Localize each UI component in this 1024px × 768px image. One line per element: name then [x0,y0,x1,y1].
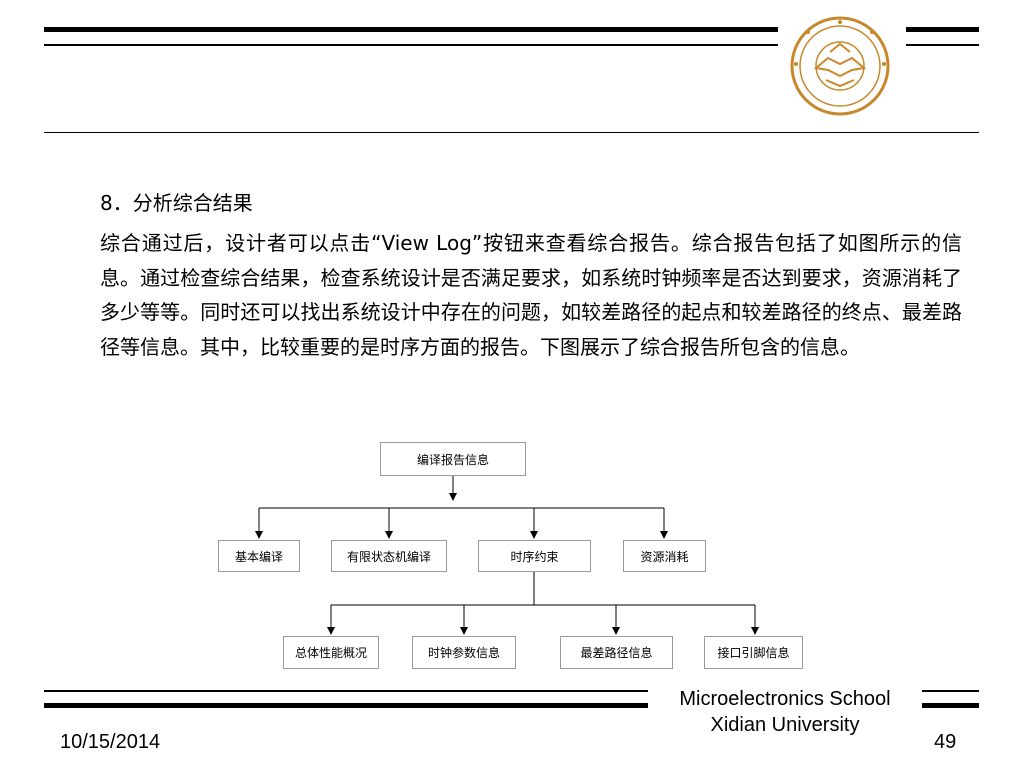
node-root: 编译报告信息 [380,442,526,476]
footer-rule-thin [44,690,648,692]
header-rule-thick [44,27,778,32]
footer-school-line1: Microelectronics School [679,688,891,710]
node-basic-compile: 基本编译 [218,540,300,572]
node-clock-parameters: 时钟参数信息 [412,636,516,669]
header-rule-bottom [44,132,979,133]
footer-school-name: Microelectronics School Xidian Universit… [660,686,910,738]
header-rule-thick-right [906,27,979,32]
section-heading: 8．分析综合结果 [100,191,253,215]
body-paragraph: 综合通过后，设计者可以点击“View Log”按钮来查看综合报告。综合报告包括了… [100,231,962,359]
university-seal-logo [790,16,890,116]
node-resource-usage: 资源消耗 [623,540,706,572]
footer-rule-thick-right [922,703,979,708]
footer-rule-thin-right [922,690,979,692]
node-fsm-compile: 有限状态机编译 [331,540,447,572]
header-rule-thin-right [906,44,979,46]
footer-date: 10/15/2014 [60,731,161,753]
node-interface-pins: 接口引脚信息 [704,636,803,669]
node-worst-path: 最差路径信息 [560,636,673,669]
footer-page-number: 49 [934,731,957,753]
node-overall-performance: 总体性能概况 [283,636,379,669]
footer-rule-thick [44,703,648,708]
header-rule-thin [44,44,778,46]
footer-school-line2: Xidian University [710,714,860,736]
node-timing-constraints: 时序约束 [478,540,591,572]
